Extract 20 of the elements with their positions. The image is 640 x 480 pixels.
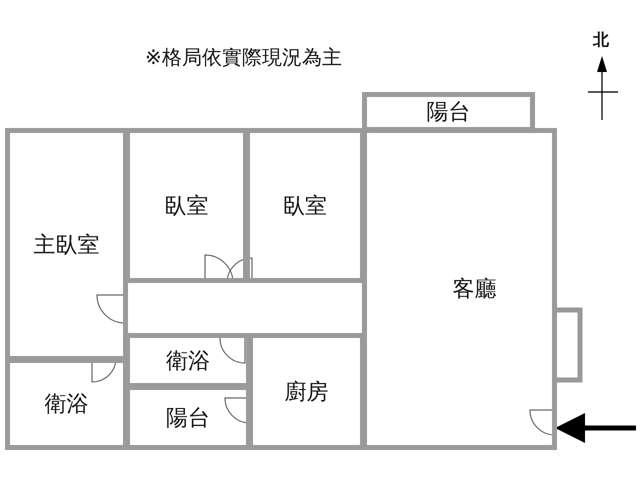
- room-name: 陽台: [426, 99, 470, 127]
- room-name: 客廳: [452, 276, 496, 304]
- room-outline: [362, 128, 557, 450]
- room-outline: [248, 333, 365, 450]
- entrance-arrow: [555, 413, 636, 443]
- room-name: 衛浴: [166, 348, 210, 376]
- compass-label: 北: [593, 30, 609, 51]
- room-name: 陽台: [166, 404, 210, 432]
- room-outline: [125, 333, 251, 388]
- room-name: 臥室: [283, 192, 327, 220]
- room-name: 衛浴: [44, 391, 88, 419]
- room-outline: [5, 128, 128, 361]
- room-outline: [125, 385, 251, 450]
- room-name: 臥室: [164, 192, 208, 220]
- room-outline: [245, 128, 365, 283]
- room-outline: [5, 358, 128, 450]
- room-outline: [125, 128, 248, 283]
- room-name: 廚房: [284, 378, 328, 406]
- plan-note: ※格局依實際現況為主: [145, 44, 342, 71]
- room-name: 主臥室: [34, 232, 100, 260]
